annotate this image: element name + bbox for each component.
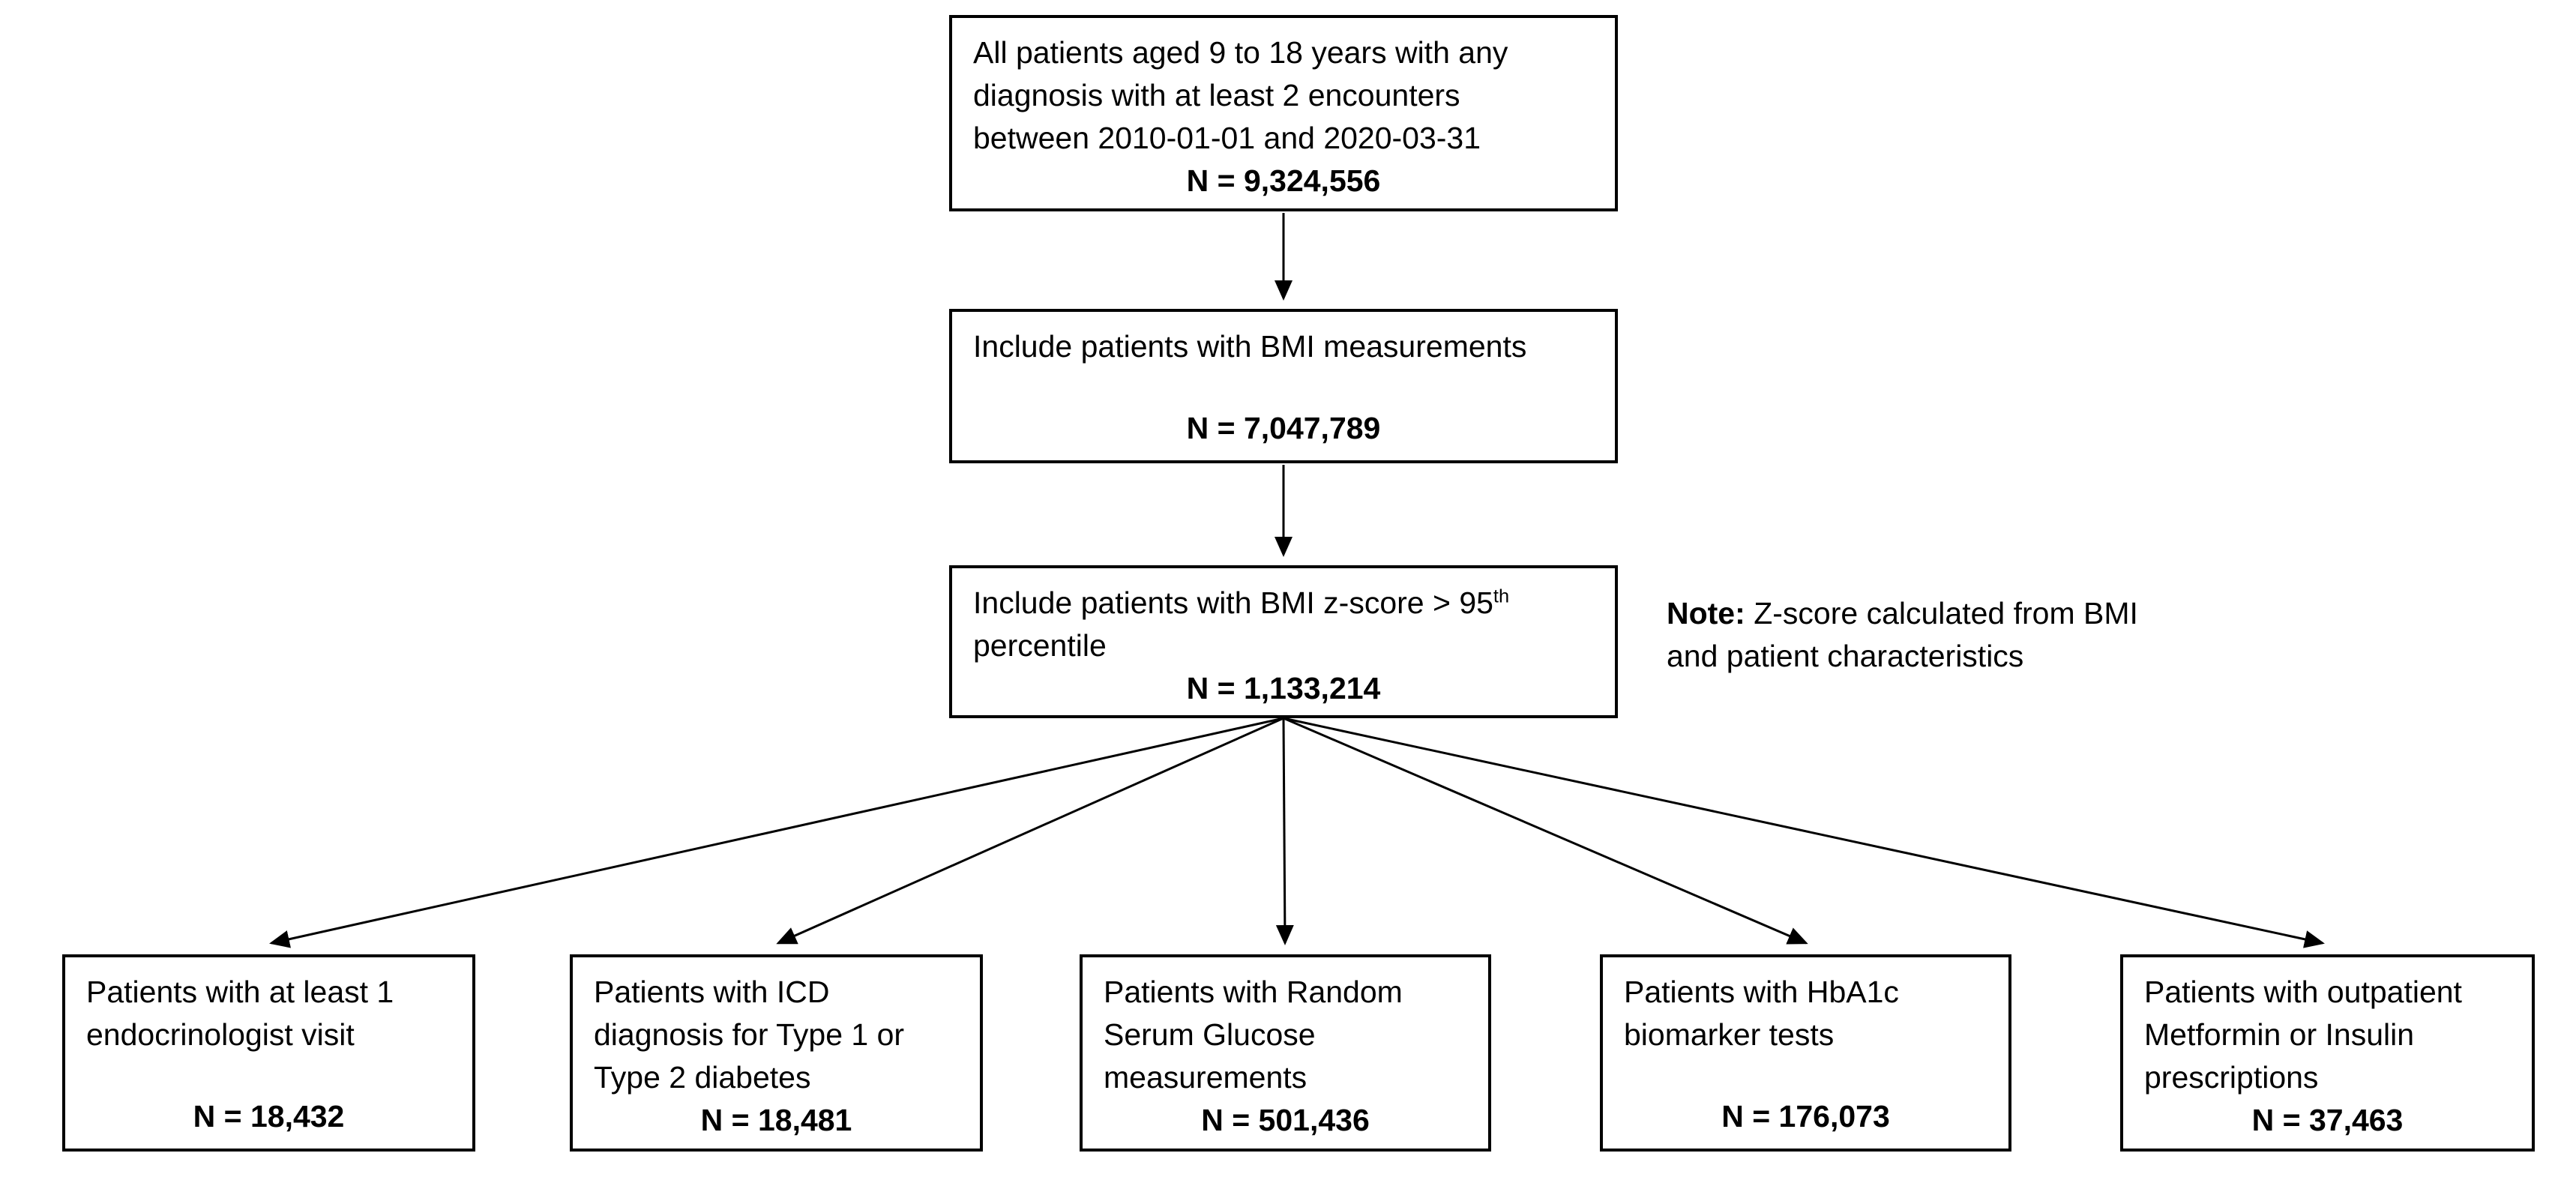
box-metformin-insulin-rx-line3: prescriptions xyxy=(2144,1060,2319,1095)
box-endocrinologist-visit: Patients with at least 1 endocrinologist… xyxy=(62,954,475,1152)
box-random-serum-glucose-line3: measurements xyxy=(1104,1060,1307,1095)
box-metformin-insulin-rx-text: Patients with outpatient Metformin or In… xyxy=(2144,971,2511,1099)
box-initial-cohort-line2: diagnosis with at least 2 encounters xyxy=(973,78,1460,112)
box-bmi-zscore-line1-text: Include patients with BMI z-score > 95 xyxy=(973,586,1493,620)
note-label: Note: xyxy=(1667,596,1745,630)
note-line2: and patient characteristics xyxy=(1667,639,2024,673)
box-hba1c-tests-line1: Patients with HbA1c xyxy=(1624,975,1899,1009)
box-endocrinologist-visit-line2: endocrinologist visit xyxy=(86,1017,355,1052)
box-random-serum-glucose-line2: Serum Glucose xyxy=(1104,1017,1316,1052)
box-endocrinologist-visit-line1: Patients with at least 1 xyxy=(86,975,394,1009)
box-random-serum-glucose: Patients with Random Serum Glucose measu… xyxy=(1080,954,1491,1152)
arrow-zscore-to-glucose xyxy=(1275,717,1294,945)
box-bmi-measurements-text: Include patients with BMI measurements xyxy=(973,325,1594,368)
arrow-zscore-to-icd xyxy=(776,717,1284,945)
box-bmi-zscore: Include patients with BMI z-score > 95th… xyxy=(949,565,1618,718)
box-hba1c-tests-line2: biomarker tests xyxy=(1624,1017,1835,1052)
box-icd-diagnosis-line1: Patients with ICD xyxy=(594,975,830,1009)
box-bmi-measurements-line1: Include patients with BMI measurements xyxy=(973,329,1527,364)
box-initial-cohort-line1: All patients aged 9 to 18 years with any xyxy=(973,35,1508,70)
box-icd-diagnosis-count: N = 18,481 xyxy=(700,1103,852,1137)
box-random-serum-glucose-count: N = 501,436 xyxy=(1201,1103,1370,1137)
box-metformin-insulin-rx-count: N = 37,463 xyxy=(2251,1103,2404,1137)
box-random-serum-glucose-line1: Patients with Random xyxy=(1104,975,1403,1009)
note-line1: Note: Z-score calculated from BMI xyxy=(1667,592,2236,635)
box-hba1c-tests-count: N = 176,073 xyxy=(1721,1099,1890,1134)
note-line1-text: Z-score calculated from BMI xyxy=(1754,596,2138,630)
box-initial-cohort-count: N = 9,324,556 xyxy=(1186,163,1381,198)
box-icd-diagnosis-line3: Type 2 diabetes xyxy=(594,1060,811,1095)
box-bmi-measurements-count: N = 7,047,789 xyxy=(1186,411,1381,445)
box-initial-cohort-text: All patients aged 9 to 18 years with any… xyxy=(973,31,1594,160)
box-endocrinologist-visit-text: Patients with at least 1 endocrinologist… xyxy=(86,971,451,1056)
box-icd-diagnosis-line2: diagnosis for Type 1 or xyxy=(594,1017,905,1052)
box-hba1c-tests-text: Patients with HbA1c biomarker tests xyxy=(1624,971,1987,1056)
box-metformin-insulin-rx: Patients with outpatient Metformin or In… xyxy=(2120,954,2535,1152)
box-bmi-zscore-superscript: th xyxy=(1493,586,1510,607)
box-bmi-zscore-line1: Include patients with BMI z-score > 95th xyxy=(973,582,1594,624)
box-bmi-zscore-count: N = 1,133,214 xyxy=(1186,671,1381,705)
arrow-zscore-to-hba1c xyxy=(1283,717,1808,945)
box-bmi-measurements: Include patients with BMI measurements N… xyxy=(949,309,1618,463)
box-bmi-zscore-line2: percentile xyxy=(973,628,1107,663)
box-endocrinologist-visit-count: N = 18,432 xyxy=(193,1099,345,1134)
box-initial-cohort: All patients aged 9 to 18 years with any… xyxy=(949,15,1618,211)
box-icd-diagnosis: Patients with ICD diagnosis for Type 1 o… xyxy=(570,954,983,1152)
box-metformin-insulin-rx-line2: Metformin or Insulin xyxy=(2144,1017,2415,1052)
box-random-serum-glucose-text: Patients with Random Serum Glucose measu… xyxy=(1104,971,1467,1099)
box-icd-diagnosis-text: Patients with ICD diagnosis for Type 1 o… xyxy=(594,971,959,1099)
arrow-zscore-to-endo xyxy=(269,717,1284,948)
box-bmi-zscore-text: Include patients with BMI z-score > 95th… xyxy=(973,582,1594,667)
note-text: Note: Z-score calculated from BMI and pat… xyxy=(1667,592,2236,678)
box-metformin-insulin-rx-line1: Patients with outpatient xyxy=(2144,975,2462,1009)
box-initial-cohort-line3: between 2010-01-01 and 2020-03-31 xyxy=(973,121,1481,155)
arrow-zscore-to-rx xyxy=(1283,717,2325,948)
box-hba1c-tests: Patients with HbA1c biomarker tests N = … xyxy=(1600,954,2011,1152)
